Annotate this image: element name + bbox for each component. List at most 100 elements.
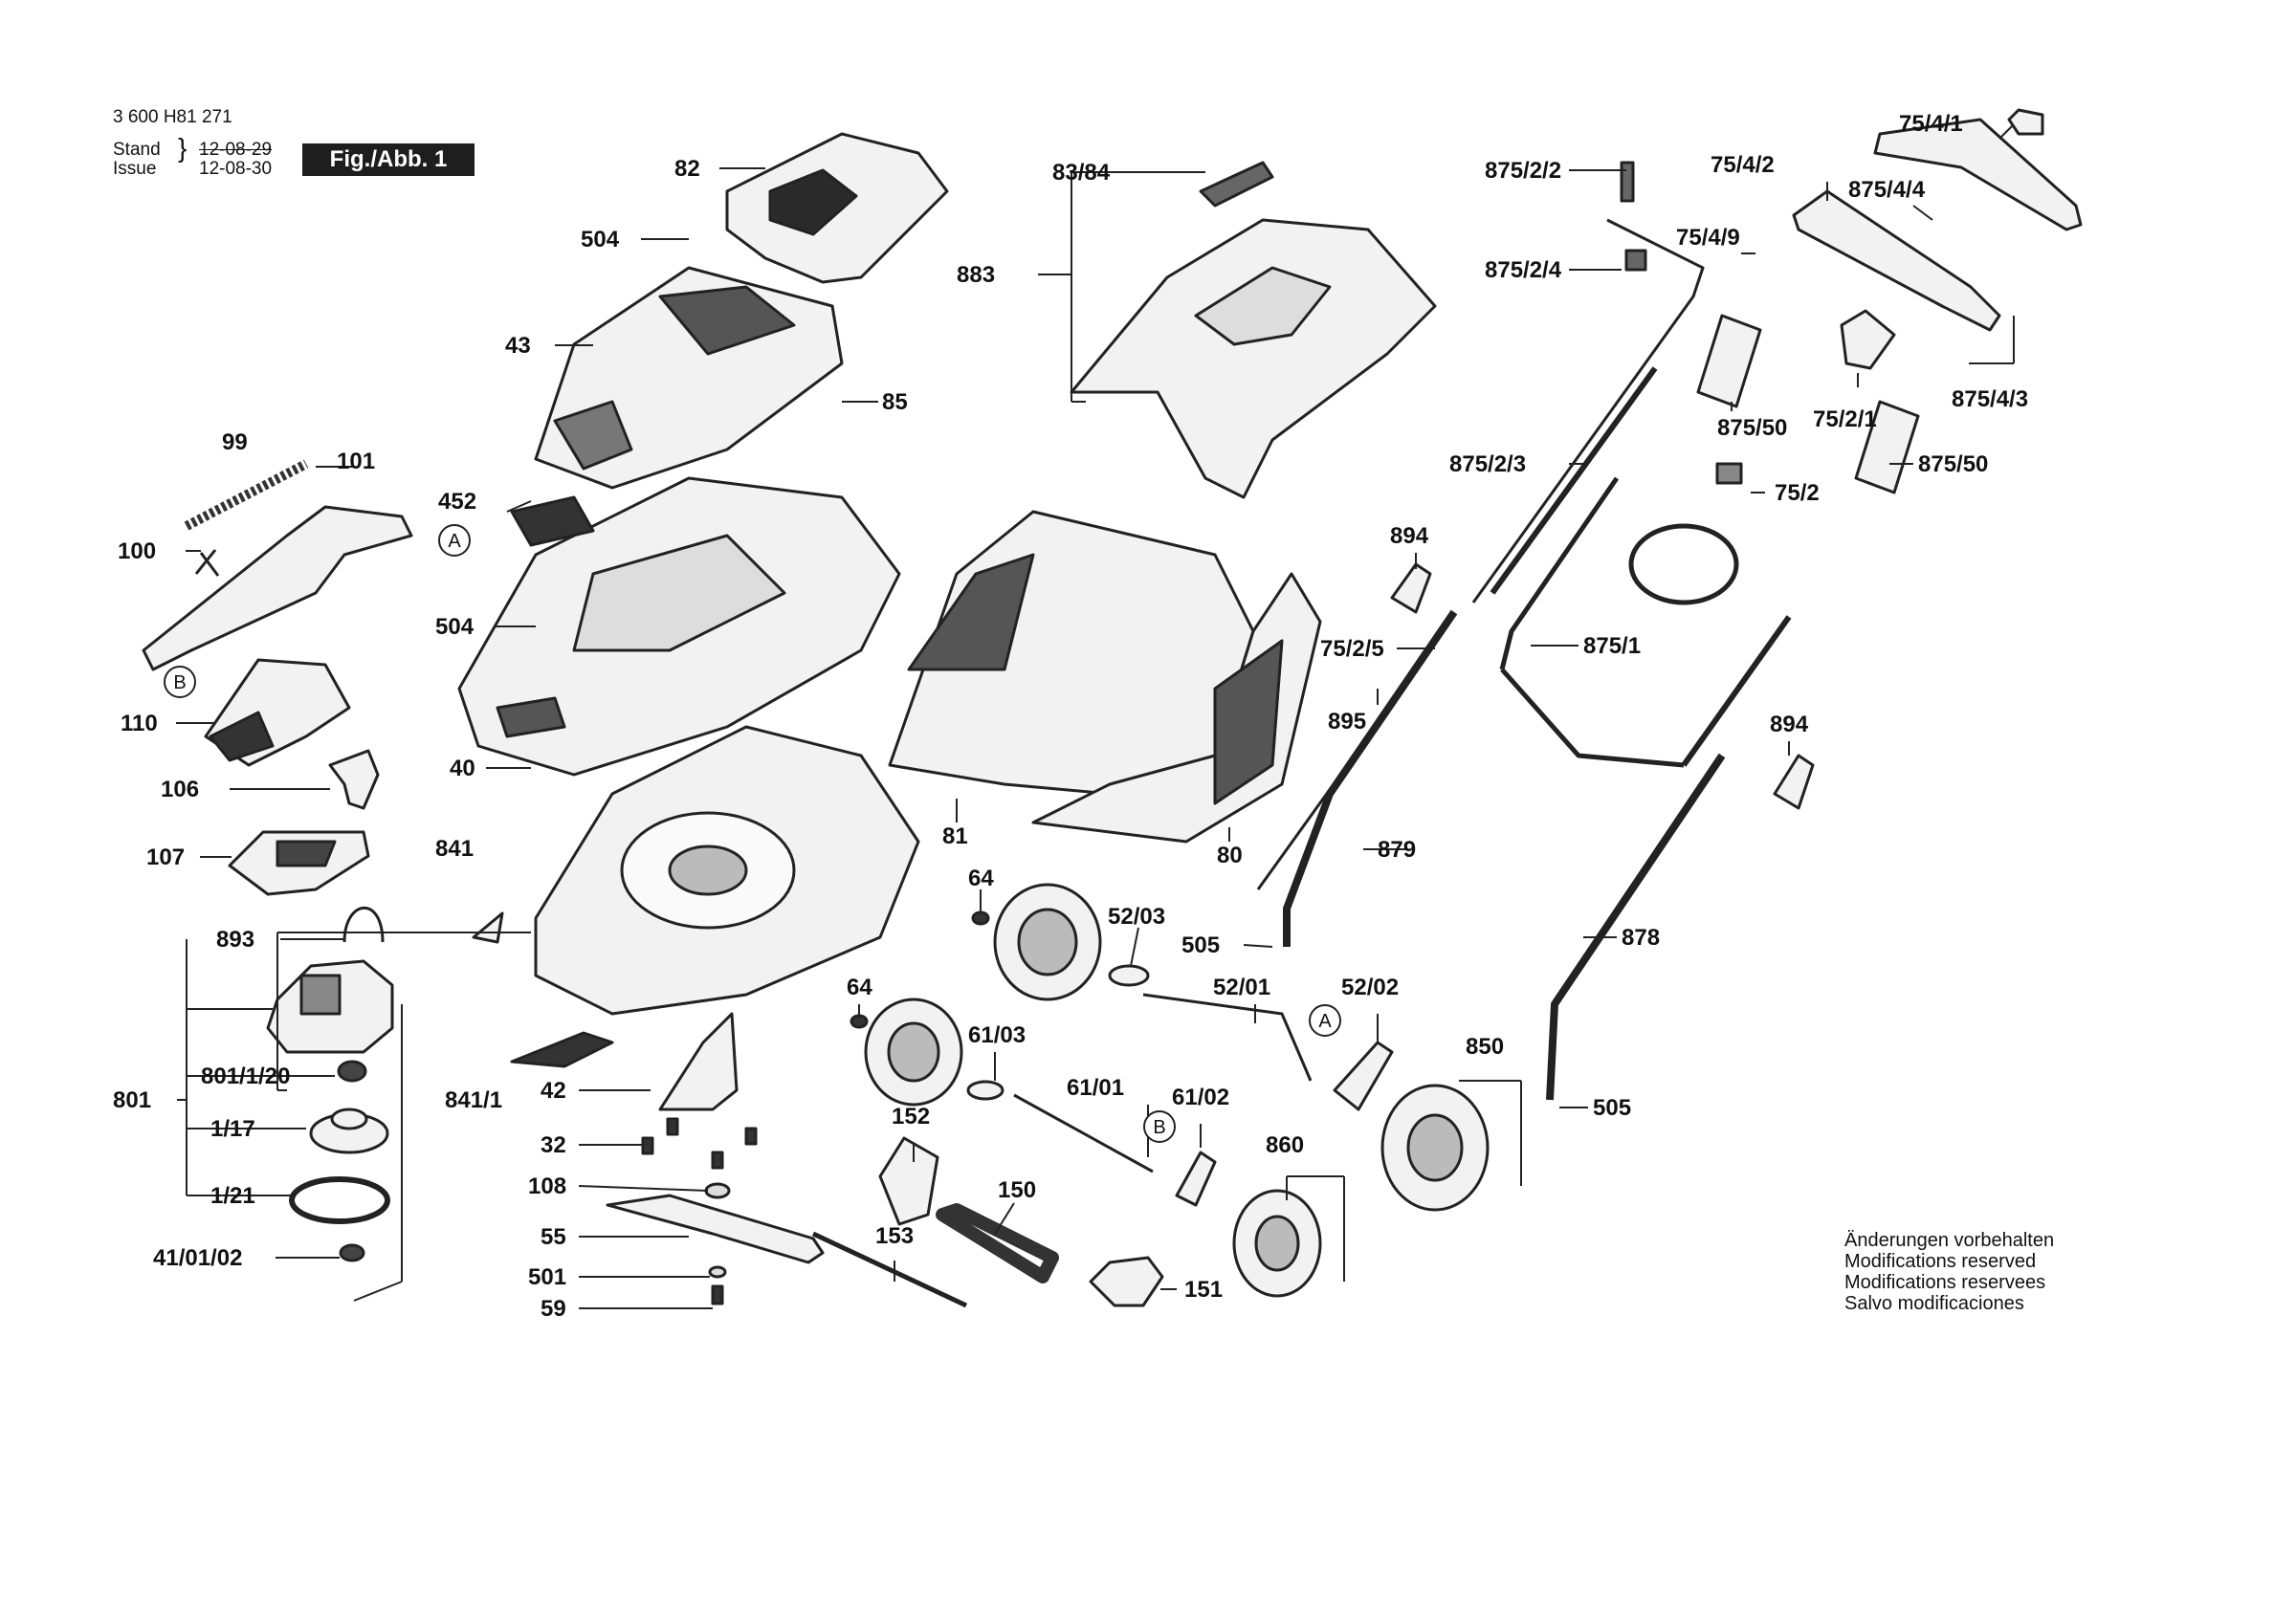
- label-100: 100: [118, 538, 156, 564]
- label-108: 108: [528, 1173, 566, 1199]
- wheel-860-part: [1232, 1189, 1322, 1298]
- label-878: 878: [1622, 925, 1660, 951]
- document-number: 3 600 H81 271: [113, 107, 232, 127]
- stand-date: 12-08-29: [199, 140, 273, 160]
- label-32: 32: [541, 1132, 566, 1158]
- front-wheel-part: [993, 883, 1102, 1001]
- electronic-box-part: [228, 830, 370, 896]
- bearing-part: [337, 1060, 367, 1083]
- grass-box-frame-part: [1031, 572, 1322, 844]
- label-75-4-1: 75/4/1: [1899, 111, 1963, 137]
- rear-wheel-left-part: [864, 998, 963, 1107]
- grass-box-basket-part: [888, 510, 1255, 796]
- label-59: 59: [541, 1296, 566, 1322]
- grass-box-cover-part: [1070, 218, 1437, 499]
- label-505-right: 505: [1593, 1095, 1631, 1121]
- issue-date: 12-08-30: [199, 159, 273, 179]
- label-75-2-1: 75/2/1: [1813, 406, 1877, 432]
- label-75-4-9: 75/4/9: [1676, 225, 1740, 251]
- rear-axle-part: [1013, 1093, 1154, 1173]
- lever-switch-part: [2007, 108, 2044, 136]
- cover-plate-part: [510, 495, 595, 547]
- handle-frame-part: [1499, 476, 1685, 768]
- figure-label: Fig./Abb. 1: [302, 143, 475, 176]
- top-grip-part: [1873, 118, 2083, 231]
- label-875-2-4: 875/2/4: [1485, 257, 1562, 283]
- label-42: 42: [541, 1078, 566, 1104]
- axle-part: [1142, 993, 1313, 1082]
- label-504-top: 504: [581, 227, 620, 252]
- label-75-2: 75/2: [1775, 480, 1820, 506]
- screw-part: [641, 1117, 758, 1170]
- label-875-2-2: 875/2/2: [1485, 158, 1561, 184]
- washer-part: [339, 1243, 365, 1262]
- label-150: 150: [998, 1177, 1036, 1203]
- connector-part: [328, 749, 380, 810]
- handle-upper-tube-part: [1490, 366, 1792, 767]
- cable-clamp-part: [1620, 161, 1647, 272]
- label-101: 101: [337, 449, 375, 474]
- label-801: 801: [113, 1087, 151, 1113]
- blade-part: [606, 1182, 825, 1305]
- label-110: 110: [121, 711, 158, 736]
- label-61-02: 61/02: [1172, 1085, 1229, 1110]
- svg-text:B: B: [173, 672, 186, 693]
- label-151: 151: [1184, 1277, 1223, 1303]
- label-841-1: 841/1: [445, 1087, 502, 1113]
- svg-text:B: B: [1153, 1117, 1165, 1138]
- label-875-1: 875/1: [1583, 633, 1641, 659]
- handle-cable-part: [1256, 218, 1705, 890]
- lever-part: [1175, 1151, 1217, 1207]
- label-875-4-3: 875/4/3: [1952, 386, 2028, 412]
- deck-trim-part: [472, 911, 614, 1068]
- label-64-mid: 64: [847, 975, 872, 1000]
- roller-part: [936, 1203, 1059, 1283]
- note-en: Modifications reserved: [1844, 1251, 2037, 1272]
- label-875-50-right: 875/50: [1918, 451, 1988, 477]
- note-fr: Modifications reservees: [1844, 1272, 2046, 1293]
- roller-rod-part: [811, 1231, 968, 1308]
- callout-circle-a1: A: [438, 524, 471, 557]
- label-81: 81: [942, 823, 968, 849]
- note-es: Salvo modificaciones: [1844, 1293, 2024, 1314]
- drive-belt-part: [289, 1176, 390, 1224]
- handle-grip-part: [1792, 189, 2001, 332]
- label-83-84: 83/84: [1052, 160, 1111, 186]
- motor-part: [266, 959, 394, 1054]
- label-64-top: 64: [968, 866, 994, 891]
- label-894-right: 894: [1770, 712, 1809, 737]
- label-75-2-5: 75/2/5: [1320, 636, 1384, 662]
- label-75-4-2: 75/4/2: [1711, 152, 1775, 178]
- callout-circle-b1: B: [164, 666, 196, 698]
- label-52-03: 52/03: [1108, 904, 1165, 930]
- switch-housing-part: [204, 658, 351, 767]
- grass-box-handle-part: [1199, 161, 1274, 208]
- spring-part: [184, 459, 309, 531]
- cable-holder-part: [342, 906, 385, 943]
- label-40: 40: [450, 756, 475, 781]
- switch-lever-part: [1840, 309, 1896, 370]
- clamp-knob-part: [1390, 562, 1815, 810]
- label-61-03: 61/03: [968, 1022, 1026, 1048]
- wheel-bush-part: [966, 1080, 1004, 1101]
- label-1-17: 1/17: [210, 1116, 255, 1142]
- label-61-01: 61/01: [1067, 1075, 1124, 1101]
- label-850: 850: [1466, 1034, 1504, 1060]
- label-107: 107: [146, 844, 185, 870]
- part-labels: 82 504 43 85 99 101 100 452 504 110 40 1…: [113, 111, 2028, 1322]
- label-505-left: 505: [1181, 932, 1220, 958]
- svg-text:A: A: [1318, 1011, 1332, 1032]
- label-883: 883: [957, 262, 995, 288]
- chassis-deck-part: [534, 725, 920, 1016]
- leader-lines: [176, 123, 2015, 1309]
- modification-notes: Änderungen vorbehalten Modifications res…: [1844, 1230, 2054, 1314]
- label-80: 80: [1217, 843, 1243, 868]
- label-875-2-3: 875/2/3: [1449, 451, 1526, 477]
- label-875-50-left: 875/50: [1717, 415, 1787, 441]
- label-52-02: 52/02: [1341, 975, 1399, 1000]
- stand-label: Stand: [113, 140, 161, 160]
- height-lever-part: [1333, 1041, 1394, 1111]
- label-152: 152: [892, 1104, 930, 1130]
- label-893: 893: [216, 927, 254, 953]
